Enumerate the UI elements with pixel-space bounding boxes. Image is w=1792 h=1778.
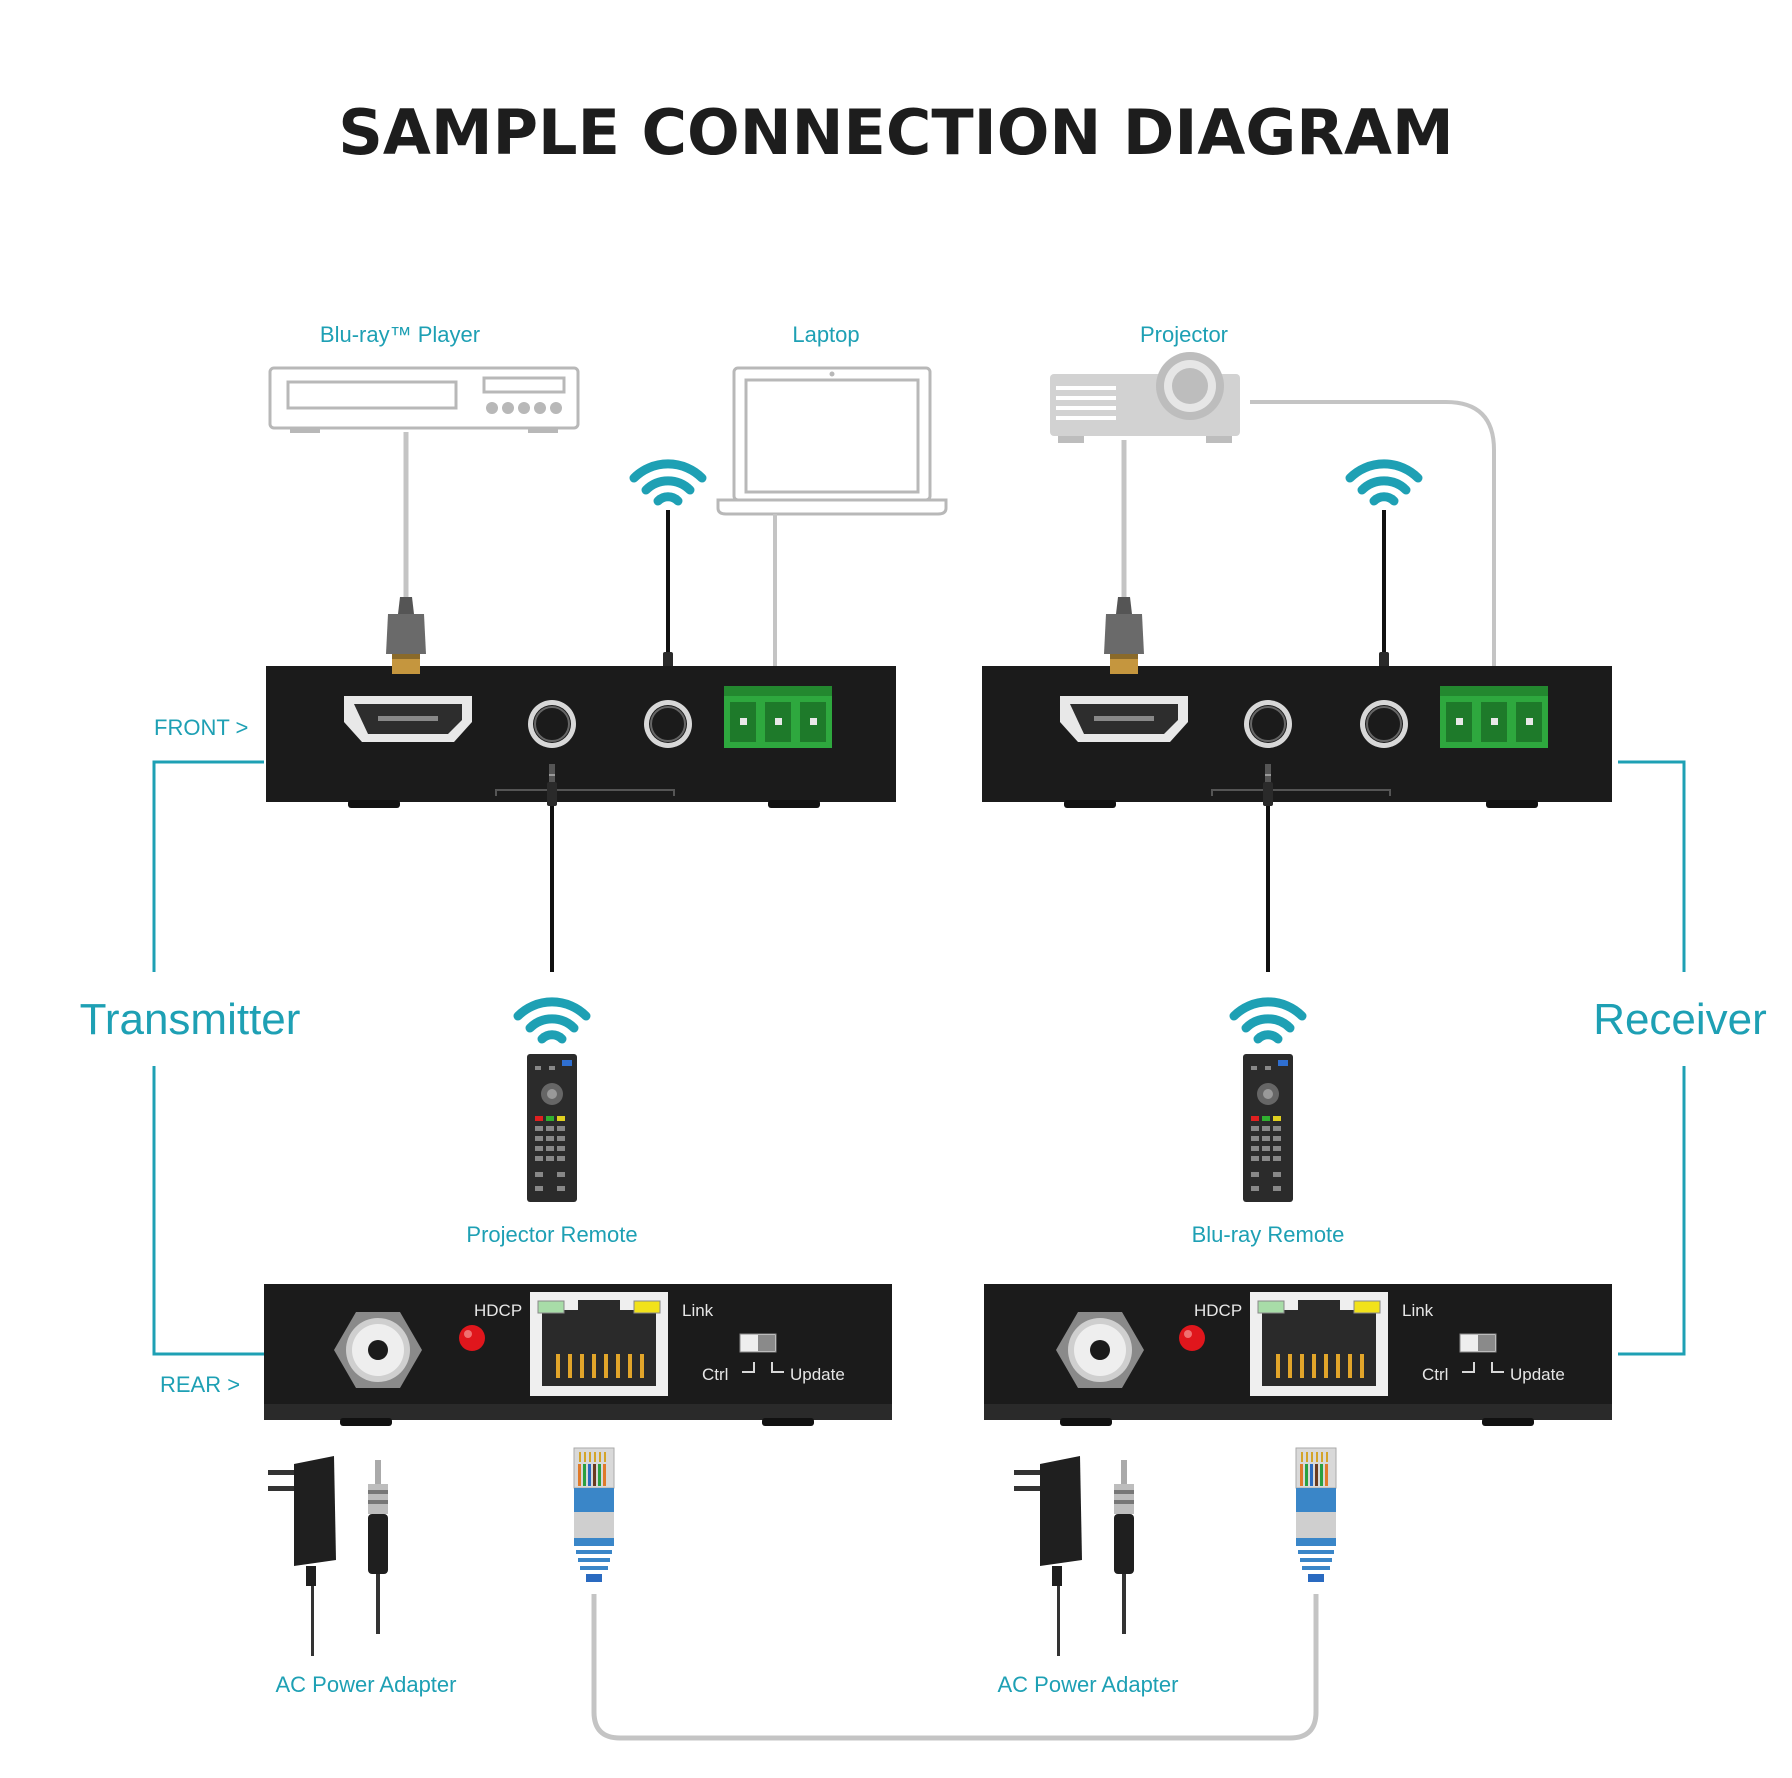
hdmi-port	[344, 696, 472, 742]
ir-receiver-rx-icon	[1234, 1002, 1302, 1039]
receiver-bracket	[1618, 760, 1686, 1356]
ctrl-label: Ctrl	[702, 1365, 728, 1384]
ir-in-port	[1243, 699, 1293, 749]
diagram-title: SAMPLE CONNECTION DIAGRAM	[338, 96, 1453, 169]
hdcp-led	[459, 1325, 485, 1351]
power-adapter-rx-label: AC Power Adapter	[998, 1672, 1179, 1697]
projector-remote-icon	[527, 1054, 577, 1202]
rj45-plug-tx-icon	[573, 1447, 615, 1583]
rs232-terminal	[1440, 686, 1548, 748]
dc-plug-tx-icon	[368, 1460, 388, 1634]
bluray-remote-icon	[1243, 1054, 1293, 1202]
laptop-label: Laptop	[792, 322, 859, 347]
projector-serial-cable	[1250, 400, 1496, 686]
dc-plug-rx-icon	[1114, 1460, 1134, 1634]
power-adapter-tx-icon	[268, 1456, 336, 1656]
ir-out-port	[643, 699, 693, 749]
power-adapter-rx-icon	[1014, 1456, 1082, 1656]
transmitter-bracket	[152, 760, 264, 1356]
rs232-terminal	[724, 686, 832, 748]
hdcp-led	[1179, 1325, 1205, 1351]
update-label: Update	[1510, 1365, 1565, 1384]
receiver-rear-panel	[984, 1284, 1612, 1426]
ir-receiver-tx-icon	[518, 1002, 586, 1039]
laptop-icon	[716, 366, 948, 516]
hdcp-label: HDCP	[1194, 1301, 1242, 1320]
rj45-plug-rx-icon	[1295, 1447, 1337, 1583]
hdbaset-port	[1249, 1291, 1389, 1397]
transmitter-label: Transmitter	[80, 995, 301, 1044]
hdbaset-port	[529, 1291, 669, 1397]
receiver-front-panel	[982, 666, 1612, 808]
hdmi-port	[1060, 696, 1188, 742]
mode-switch	[1459, 1333, 1497, 1353]
ir-in-port	[527, 699, 577, 749]
front-label: FRONT >	[154, 715, 248, 740]
power-adapter-tx-label: AC Power Adapter	[276, 1672, 457, 1697]
ctrl-label: Ctrl	[1422, 1365, 1448, 1384]
bluray-remote-label: Blu-ray Remote	[1192, 1222, 1345, 1247]
link-label: Link	[682, 1301, 714, 1320]
cat-cable	[591, 1594, 1319, 1741]
projector-remote-label: Projector Remote	[466, 1222, 637, 1247]
ir-emitter-rx-icon	[1350, 464, 1418, 501]
bluray-player-icon	[268, 366, 580, 433]
hdcp-label: HDCP	[474, 1301, 522, 1320]
bluray-player-label: Blu-ray™ Player	[320, 322, 480, 347]
projector-label: Projector	[1140, 322, 1228, 347]
receiver-label: Receiver	[1593, 995, 1767, 1044]
rear-label: REAR >	[160, 1372, 240, 1397]
transmitter-rear-panel	[264, 1284, 892, 1426]
update-label: Update	[790, 1365, 845, 1384]
ir-emitter-tx-icon	[634, 464, 702, 501]
transmitter-front-panel	[266, 666, 896, 808]
projector-icon	[1050, 352, 1240, 443]
ir-out-port	[1359, 699, 1409, 749]
link-label: Link	[1402, 1301, 1434, 1320]
mode-switch	[739, 1333, 777, 1353]
